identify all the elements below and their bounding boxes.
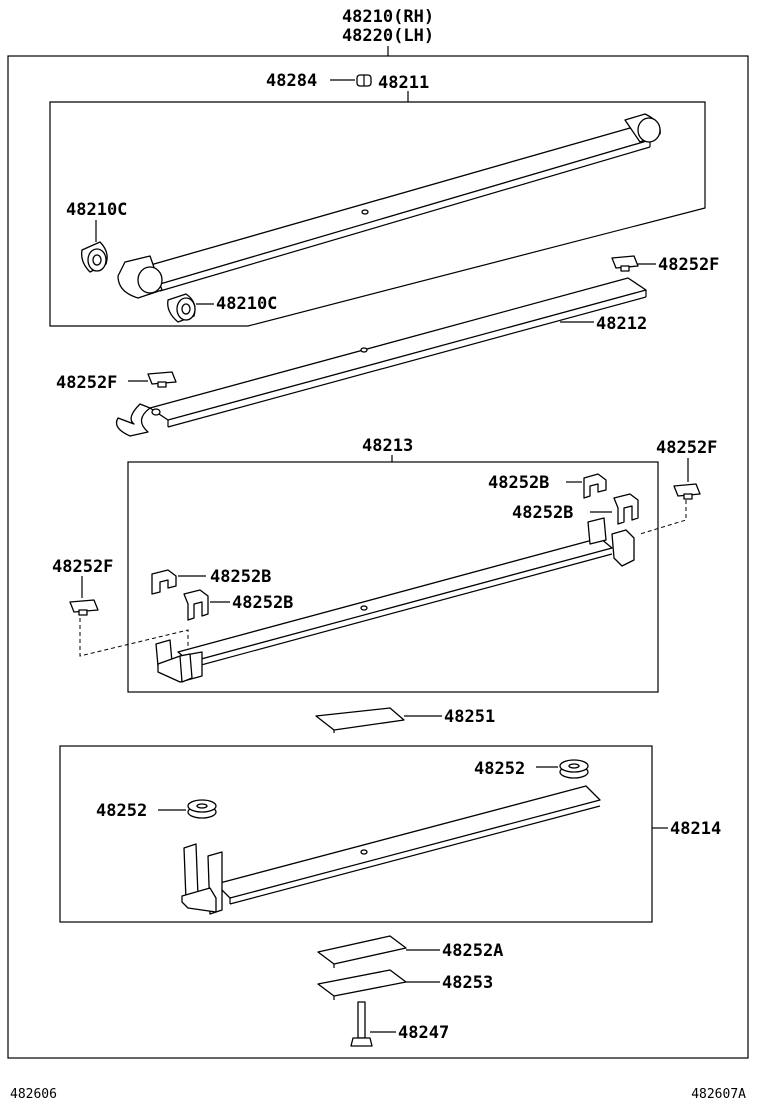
plate-48253[interactable] [317,969,407,1000]
part-label-48210c-lower[interactable]: 48210C [216,294,277,314]
part-label-48251[interactable]: 48251 [444,707,495,727]
clip-48252b-left-second[interactable] [183,589,209,621]
part-label-48253[interactable]: 48253 [442,973,493,993]
main-leaf-48211[interactable] [117,113,661,299]
leaf-48212[interactable] [115,277,647,437]
part-label-48252-right[interactable]: 48252 [474,759,525,779]
pad-48252f-left[interactable] [147,371,177,388]
pad-48252f-lower-left[interactable] [69,599,99,616]
group-48213-frame [127,461,659,693]
part-label-48252a[interactable]: 48252A [442,941,503,961]
part-label-48211[interactable]: 48211 [378,73,429,93]
group-48211-frame [49,101,706,327]
pad-48252f-upper-right[interactable] [611,255,639,272]
part-label-48214[interactable]: 48214 [670,819,721,839]
part-label-48212[interactable]: 48212 [596,314,647,334]
part-label-48252b-top[interactable]: 48252B [488,473,549,493]
assembly-label-lh[interactable]: 48220(LH) [342,26,434,46]
part-label-48284[interactable]: 48284 [266,71,317,91]
part-label-48252f-right[interactable]: 48252F [656,438,717,458]
part-label-48252f-lower-left[interactable]: 48252F [52,557,113,577]
pad-48252f-right[interactable] [673,483,701,500]
assembly-label-rh[interactable]: 48210(RH) [342,7,434,27]
part-label-48210c-upper[interactable]: 48210C [66,200,127,220]
assembly-frame [7,55,749,1059]
clip-48252b-left[interactable] [151,569,177,595]
bolt-48247[interactable] [350,1001,373,1047]
part-label-48252b-left[interactable]: 48252B [210,567,271,587]
part-label-48213[interactable]: 48213 [362,436,413,456]
pad-48252-left[interactable] [187,799,217,819]
part-label-48252f-left[interactable]: 48252F [56,373,117,393]
leaf-48214[interactable] [181,785,601,915]
bushing-48210c-lower[interactable] [167,293,196,323]
pad-48251[interactable] [315,707,405,733]
pad-48252-right[interactable] [559,759,589,779]
group-48214-frame [59,745,653,923]
part-label-48252f-upper-right[interactable]: 48252F [658,255,719,275]
pad-48252a[interactable] [317,935,407,968]
clip-48252b-top-second[interactable] [613,493,639,525]
part-label-48252b-left-second[interactable]: 48252B [232,593,293,613]
bushing-48210c-upper[interactable] [81,241,108,273]
part-label-48252b-top-second[interactable]: 48252B [512,503,573,523]
footer-code-right: 482607A [691,1087,746,1102]
part-label-48247[interactable]: 48247 [398,1023,449,1043]
clip-48252b-top[interactable] [583,473,607,499]
footer-code-left: 482606 [10,1087,57,1102]
leaf-48213[interactable] [155,517,635,683]
part-label-48252-left[interactable]: 48252 [96,801,147,821]
nut-48284[interactable] [356,74,372,87]
